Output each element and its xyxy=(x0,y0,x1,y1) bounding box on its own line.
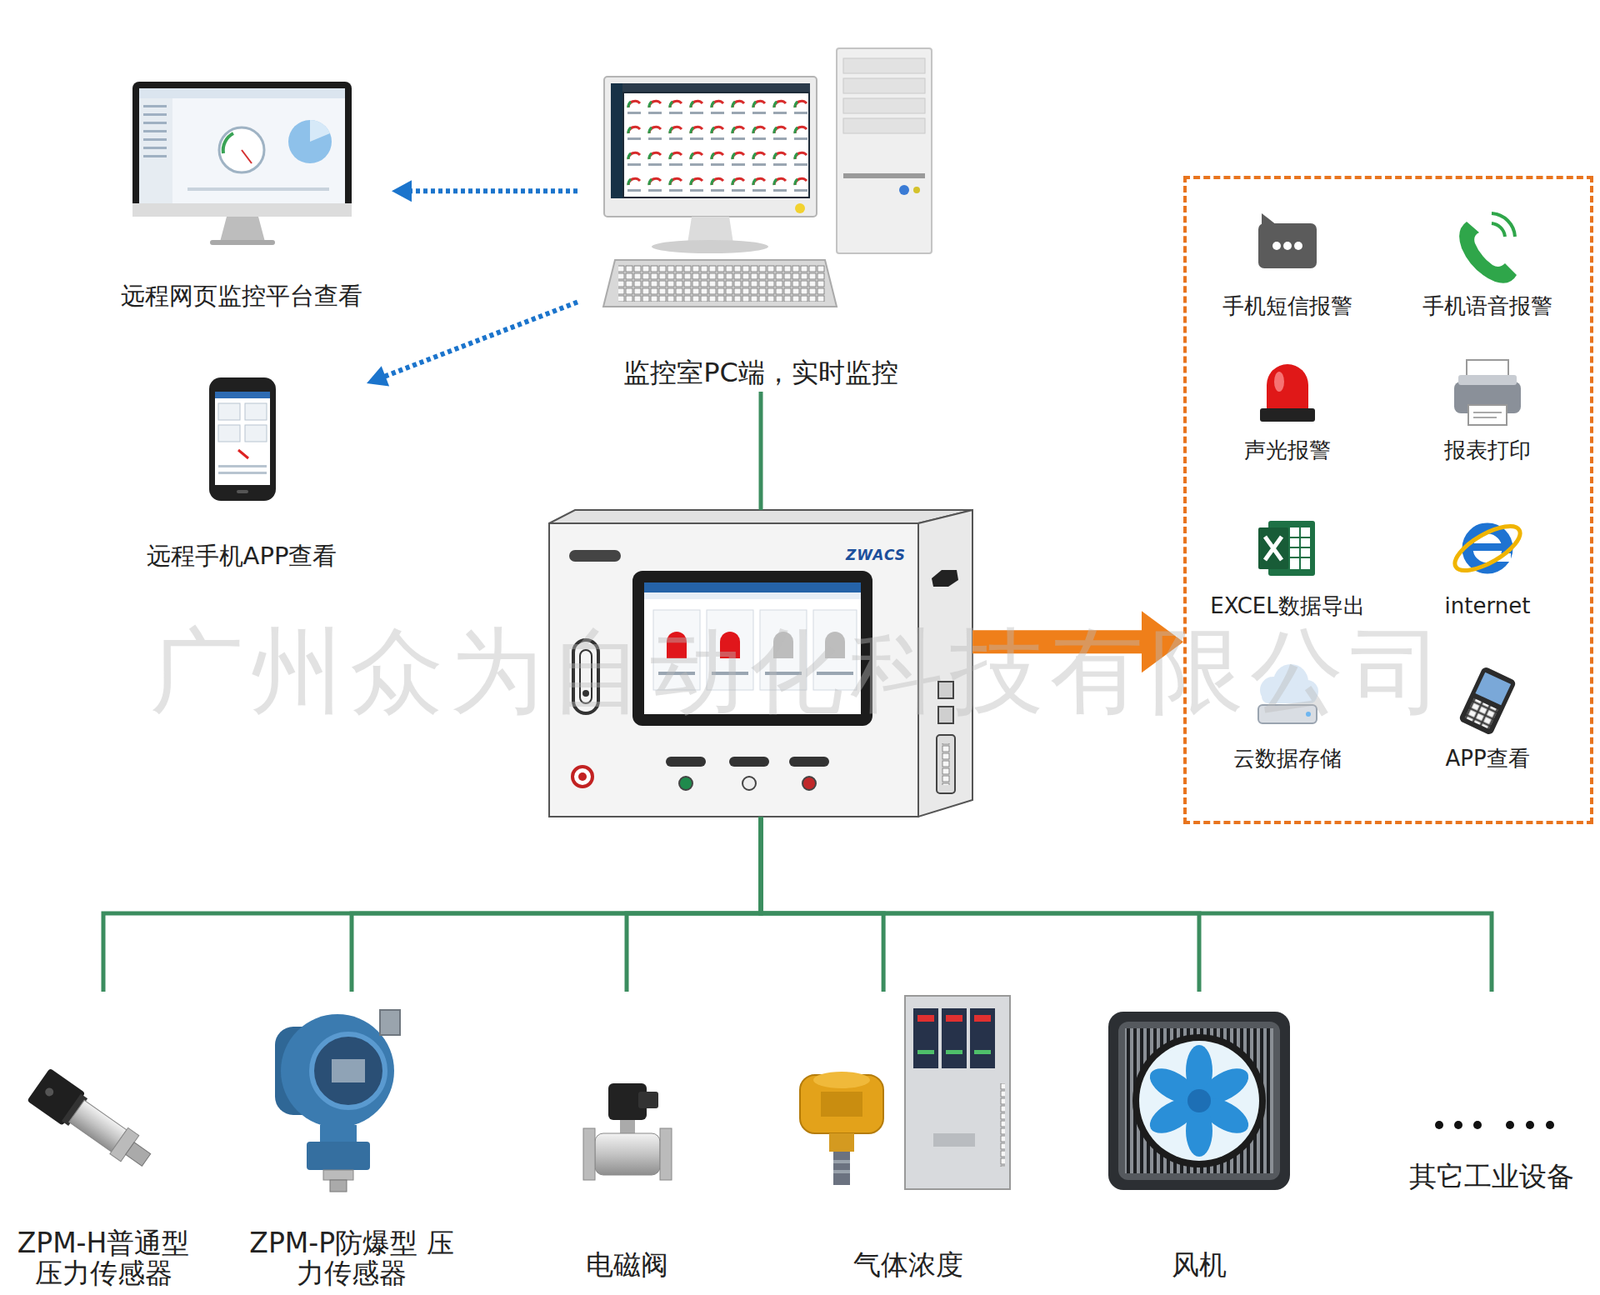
solenoid-valve xyxy=(583,1083,672,1180)
connector xyxy=(760,816,1492,992)
device: 风机 xyxy=(1090,991,1308,1289)
printer-icon xyxy=(1454,360,1521,425)
caption: ZPM-H普通型 压力传感器 xyxy=(5,1228,202,1289)
output-panel: 手机短信报警手机语音报警声光报警报表打印 EXCEL数据导出 internet 云数据… xyxy=(1183,175,1594,825)
brand-logo: ZWACS xyxy=(832,546,920,564)
pressure-sensor-p xyxy=(275,1010,400,1192)
device: 电磁阀 xyxy=(543,991,710,1289)
connector xyxy=(366,302,578,387)
caption: 远程网页监控平台查看 xyxy=(91,281,392,310)
connector-line xyxy=(760,816,884,992)
caption: ZPM-P防爆型 压力传感器 xyxy=(247,1228,456,1289)
caption: 报表打印 xyxy=(1395,435,1580,465)
alarm-item: EXCEL数据导出 xyxy=(1195,498,1380,632)
connector xyxy=(626,816,761,992)
connector xyxy=(760,816,1200,992)
phone-illustration xyxy=(209,377,276,501)
watermark-row: 广州众为自动化科技有限公司 xyxy=(0,618,1600,724)
caption: 远程手机APP查看 xyxy=(116,541,367,570)
device: ZPM-P防爆型 压力传感器 xyxy=(247,991,456,1292)
caption: 云数据存储 xyxy=(1195,744,1380,773)
alarm-item: internet xyxy=(1395,498,1580,632)
pc-station: 监控室PC端，实时监控 xyxy=(577,33,945,392)
connector-line xyxy=(760,816,1492,992)
web-monitor: 远程网页监控平台查看 xyxy=(91,75,392,317)
fan-unit xyxy=(1108,1011,1290,1190)
watermark: 广州众为自动化科技有限公司 xyxy=(150,618,1450,724)
caption: 手机短信报警 xyxy=(1195,291,1380,320)
connector-line xyxy=(103,816,761,992)
excel-icon xyxy=(1258,520,1315,576)
caption: 监控室PC端，实时监控 xyxy=(577,356,945,389)
sms-icon xyxy=(1258,213,1317,269)
caption: EXCEL数据导出 xyxy=(1195,591,1380,620)
pc-illustration xyxy=(603,48,932,307)
caption: APP查看 xyxy=(1395,744,1580,773)
connector xyxy=(351,816,761,992)
voice-call-icon xyxy=(1459,213,1517,284)
connector-line xyxy=(626,816,761,992)
connector xyxy=(760,816,884,992)
caption: 声光报警 xyxy=(1195,435,1380,465)
caption: 风机 xyxy=(1090,1250,1308,1280)
caption: internet xyxy=(1395,591,1580,620)
connector-line xyxy=(351,816,761,992)
caption: 电磁阀 xyxy=(543,1250,710,1280)
pressure-sensor-h xyxy=(26,1068,158,1177)
connector-line xyxy=(760,816,1200,992)
app-phone-icon xyxy=(1458,665,1517,736)
arrowhead xyxy=(366,365,390,386)
caption: 手机语音报警 xyxy=(1395,291,1580,320)
device: ZPM-H普通型 压力传感器 xyxy=(5,991,202,1292)
alarm-item: 手机短信报警 xyxy=(1195,198,1380,332)
caption: 气体浓度 xyxy=(787,1250,1030,1280)
connector xyxy=(760,391,762,510)
alarm-item: 手机语音报警 xyxy=(1395,198,1580,332)
device: 气体浓度 xyxy=(787,991,1030,1289)
connector-line xyxy=(410,188,578,194)
ellipsis-dots xyxy=(1435,1120,1555,1130)
gas-detector xyxy=(800,995,1010,1190)
connector-line xyxy=(759,391,764,510)
mobile-app: 远程手机APP查看 xyxy=(116,370,367,580)
alarm-item: 声光报警 xyxy=(1195,342,1380,476)
device: 其它工业设备 xyxy=(1391,991,1592,1289)
browser-icon xyxy=(1448,517,1526,579)
beacon-icon xyxy=(1260,364,1315,422)
caption: 其它工业设备 xyxy=(1391,1161,1592,1192)
alarm-item: 报表打印 xyxy=(1395,342,1580,476)
connector xyxy=(103,816,761,992)
connector-line xyxy=(384,302,578,377)
monitor-illustration xyxy=(132,81,352,245)
connector xyxy=(391,180,578,202)
arrowhead xyxy=(391,180,412,202)
